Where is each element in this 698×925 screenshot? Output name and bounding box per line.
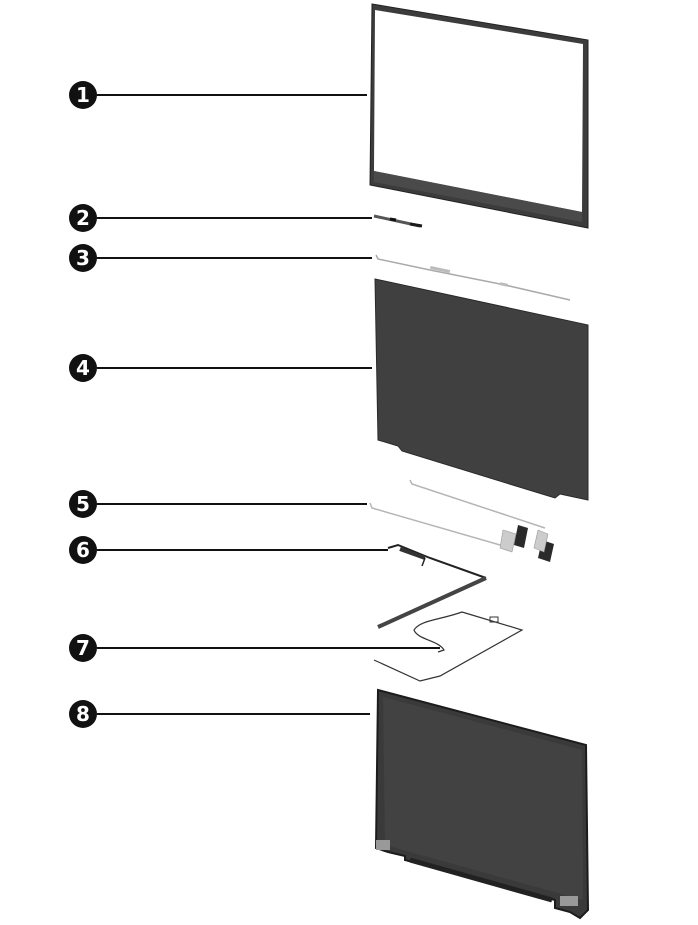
callout-number: 2 — [76, 206, 90, 230]
callout-5: 5 — [69, 490, 97, 518]
leader-line-6 — [97, 549, 388, 551]
leader-line-7 — [97, 647, 440, 649]
callout-number: 5 — [76, 492, 90, 516]
leader-line-2 — [97, 217, 372, 219]
callout-3: 3 — [69, 244, 97, 272]
leader-line-1 — [97, 94, 367, 96]
callout-6: 6 — [69, 536, 97, 564]
callout-8: 8 — [69, 700, 97, 728]
callout-7: 7 — [69, 634, 97, 662]
display-back-cover — [374, 688, 590, 920]
callout-number: 6 — [76, 538, 90, 562]
leader-line-8 — [97, 713, 370, 715]
leader-line-5 — [97, 503, 367, 505]
callout-number: 4 — [76, 356, 90, 380]
callout-number: 3 — [76, 246, 90, 270]
display-cable — [377, 543, 487, 629]
display-panel — [374, 278, 589, 501]
display-hinges — [369, 479, 554, 562]
display-bezel — [369, 3, 589, 229]
callout-number: 7 — [76, 636, 90, 660]
callout-number: 8 — [76, 702, 90, 726]
callout-1: 1 — [69, 81, 97, 109]
antenna-cable — [375, 254, 571, 301]
callout-2: 2 — [69, 204, 97, 232]
callout-number: 1 — [76, 83, 90, 107]
leader-line-4 — [97, 367, 372, 369]
leader-line-3 — [97, 257, 372, 259]
webcam-cable — [373, 611, 524, 682]
callout-4: 4 — [69, 354, 97, 382]
camera-module — [373, 214, 423, 228]
